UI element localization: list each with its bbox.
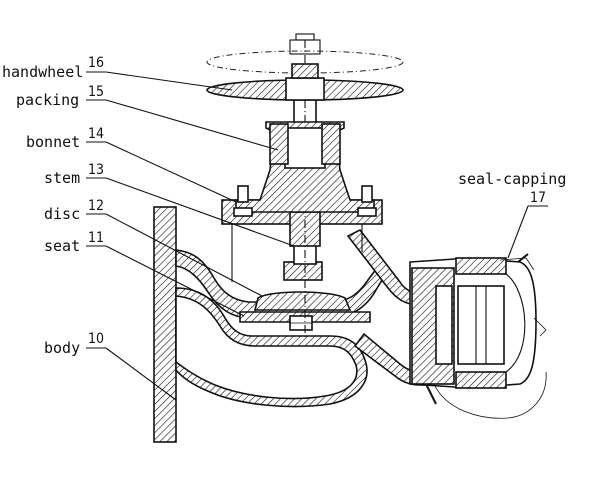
label-bonnet: bonnet <box>26 133 80 151</box>
handwheel-part <box>206 33 404 101</box>
label-stem: stem <box>44 169 80 187</box>
label-seal-capping: seal-capping <box>458 170 566 188</box>
label-number-13: 13 <box>88 162 104 178</box>
label-handwheel: handwheel <box>2 63 83 81</box>
label-body: body <box>44 339 80 357</box>
seal-capping-part <box>409 253 547 419</box>
label-number-14: 14 <box>88 126 104 142</box>
label-number-16: 16 <box>88 55 104 71</box>
bonnet-part <box>233 121 377 217</box>
leader-lines <box>86 71 548 401</box>
label-disc: disc <box>44 205 80 223</box>
label-number-15: 15 <box>88 84 104 100</box>
label-number-17: 17 <box>530 190 546 206</box>
label-number-11: 11 <box>88 230 104 246</box>
seat-and-disc <box>239 261 371 331</box>
label-number-12: 12 <box>88 198 104 214</box>
label-number-10: 10 <box>88 331 104 347</box>
label-seat: seat <box>44 237 80 255</box>
label-packing: packing <box>16 91 79 109</box>
